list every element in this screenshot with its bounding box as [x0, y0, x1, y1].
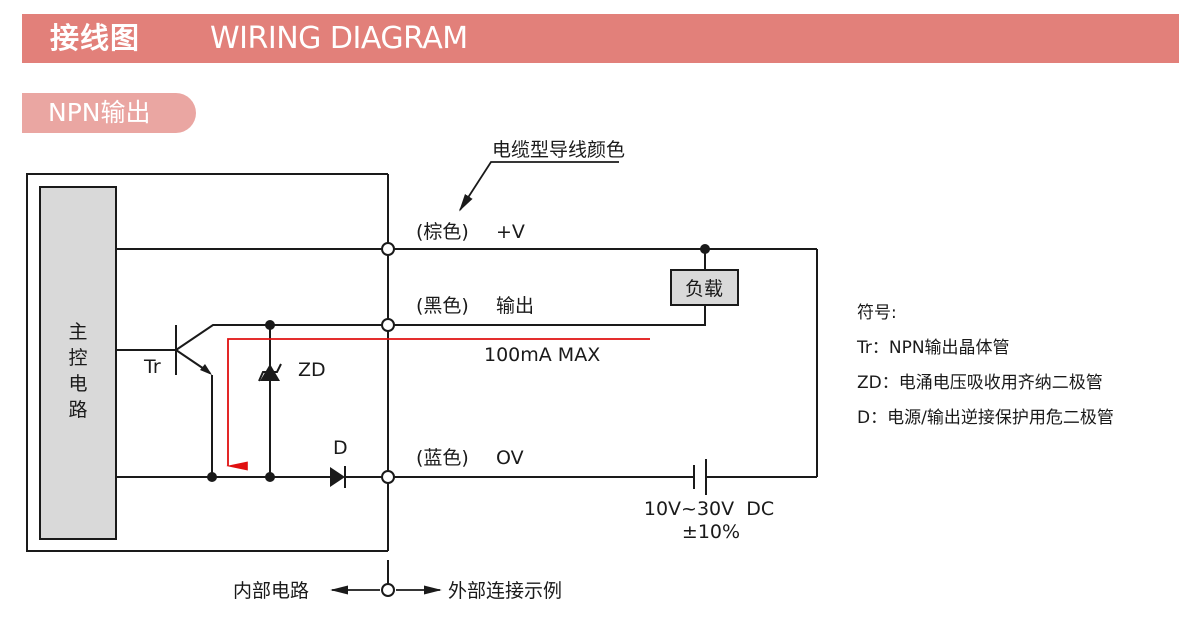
zener-label: ZD — [298, 359, 326, 381]
supply-voltage: 10V~30V DC — [644, 498, 774, 520]
external-label: 外部连接示例 — [448, 580, 562, 602]
main-circuit-char: 路 — [68, 399, 87, 421]
legend-item: ZD：电涌电压吸收用齐纳二极管 — [857, 373, 1103, 393]
current-label: 100mA MAX — [484, 344, 600, 366]
wire-color-blue: (蓝色) — [416, 447, 469, 469]
terminal-0v — [381, 470, 395, 484]
section-pill — [22, 93, 196, 133]
header-title-cn: 接线图 — [50, 21, 141, 55]
main-circuit-char: 电 — [68, 373, 87, 395]
load-label: 负载 — [685, 278, 723, 300]
terminal-plus-v — [381, 242, 395, 256]
wire-color-black: (黑色) — [416, 295, 469, 317]
transistor-emitter-arrow-icon — [200, 364, 212, 375]
junction-dot-zd-bottom — [265, 472, 275, 482]
wire-name-output: 输出 — [496, 295, 534, 317]
main-circuit-block — [39, 186, 117, 540]
wire-output-internal — [175, 324, 382, 351]
diode-icon — [330, 467, 345, 487]
wire-name-0v: OV — [496, 447, 524, 469]
supply-tolerance: ±10% — [682, 521, 740, 543]
legend-title: 符号: — [857, 303, 897, 323]
internal-label: 内部电路 — [233, 580, 309, 602]
current-path — [226, 338, 650, 471]
section-label: NPN输出 — [48, 98, 151, 127]
junction-dot-load — [700, 244, 710, 254]
terminal-output — [381, 318, 395, 332]
zener-diode-icon — [260, 364, 280, 381]
wire-color-caption: 电缆型导线颜色 — [492, 139, 625, 161]
terminal-boundary — [381, 583, 395, 597]
load-box — [670, 269, 739, 306]
junction-dot-zd-top — [265, 320, 275, 330]
header-bar — [22, 14, 1179, 63]
load-bottom-wire — [394, 305, 706, 326]
junction-dot-emitter — [207, 472, 217, 482]
wire-color-brown: (棕色) — [416, 221, 469, 243]
diode-label: D — [333, 437, 348, 459]
caption-leader — [459, 161, 619, 212]
header-title-en: WIRING DIAGRAM — [210, 21, 468, 56]
wire-name-plus-v: +V — [496, 221, 525, 243]
transistor-label: Tr — [143, 356, 161, 378]
main-circuit-char: 主 — [68, 321, 87, 343]
legend-item: Tr：NPN输出晶体管 — [856, 338, 1010, 358]
legend-item: D：电源/输出逆接保护用危二极管 — [857, 408, 1114, 428]
internal-frame — [26, 173, 388, 552]
main-circuit-char: 控 — [68, 347, 87, 369]
